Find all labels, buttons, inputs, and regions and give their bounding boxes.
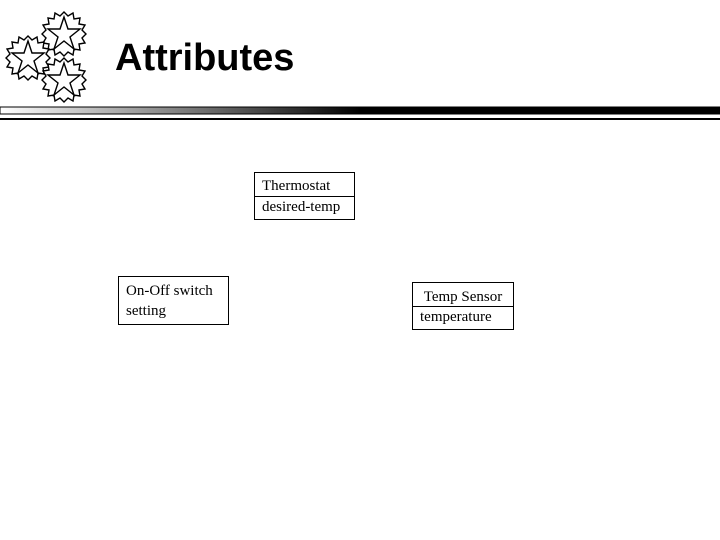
title-divider-rule bbox=[0, 106, 720, 120]
thermostat-class-box: Thermostat desired-temp bbox=[254, 172, 355, 220]
gear-star-logo-icon bbox=[4, 8, 96, 104]
class-name: Temp Sensor bbox=[413, 283, 513, 307]
slide-title: Attributes bbox=[115, 37, 295, 79]
class-attribute: temperature bbox=[420, 309, 492, 325]
class-name: On-Off switch bbox=[126, 283, 213, 299]
class-name: Thermostat bbox=[255, 173, 354, 197]
temp-sensor-class-box: Temp Sensor temperature bbox=[412, 282, 514, 330]
class-attribute: setting bbox=[126, 303, 166, 319]
class-attribute: desired-temp bbox=[262, 199, 341, 215]
on-off-switch-class-box: On-Off switch setting bbox=[118, 276, 229, 325]
